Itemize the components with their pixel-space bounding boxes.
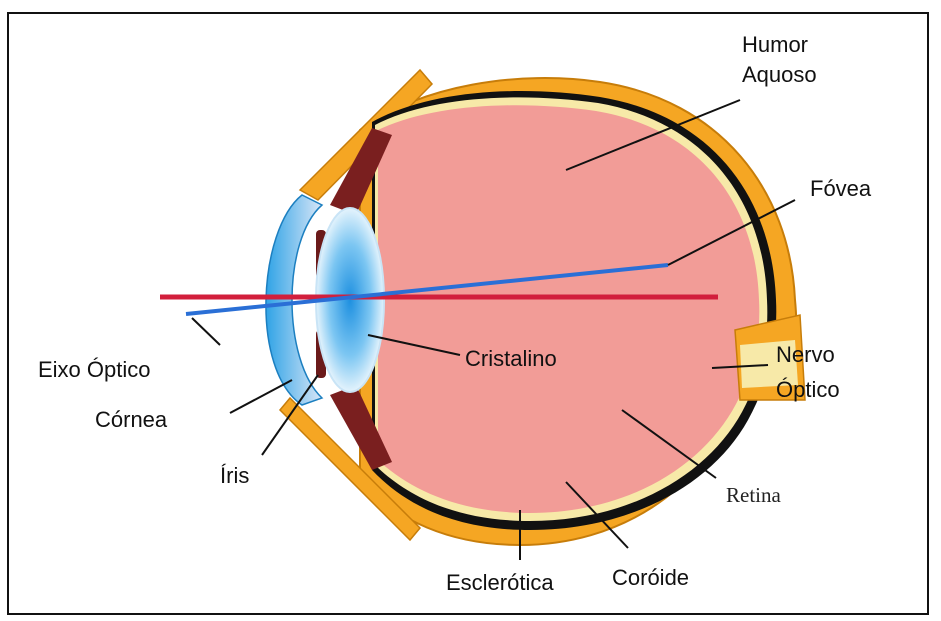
- nervo-optico-label-line1: Nervo: [776, 342, 835, 367]
- humor-aquoso-label-line1: Humor: [742, 32, 808, 57]
- esclerotica-label: Esclerótica: [446, 570, 554, 595]
- eixo-optico-label: Eixo Óptico: [38, 357, 151, 382]
- coroide-label: Coróide: [612, 565, 689, 590]
- cristalino-label: Cristalino: [465, 346, 557, 371]
- cornea-label: Córnea: [95, 407, 168, 432]
- fovea-label: Fóvea: [810, 176, 872, 201]
- iris-label: Íris: [220, 463, 249, 488]
- retina-label: Retina: [726, 483, 781, 507]
- eixo-optico-leader: [192, 318, 220, 345]
- humor-aquoso-label-line2: Aquoso: [742, 62, 817, 87]
- nervo-optico-label-line2: Óptico: [776, 377, 840, 402]
